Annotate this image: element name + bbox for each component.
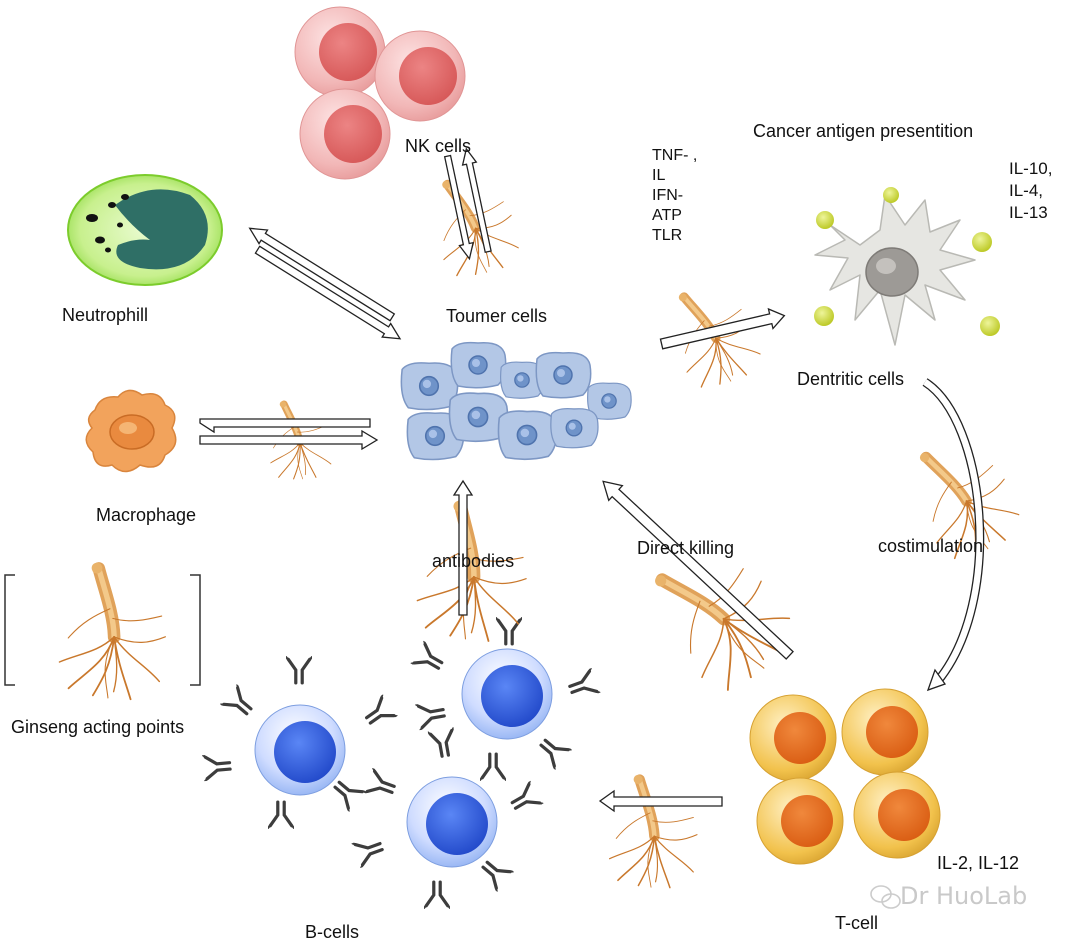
nk-cells-group bbox=[294, 6, 466, 180]
macrophage-label: Macrophage bbox=[96, 505, 197, 525]
dendritic-cells-label: Dentritic cells bbox=[797, 369, 905, 389]
direct-killing-label: Direct killing bbox=[637, 538, 735, 558]
ginseng-legend-bracket bbox=[4, 559, 201, 706]
b-cell bbox=[406, 776, 498, 868]
nk-cell bbox=[299, 88, 391, 180]
cytokine-list-left: TNF- , IL IFN- ATP TLR bbox=[652, 146, 697, 246]
tcell-cytokines-label: IL-2, IL-12 bbox=[937, 853, 1020, 873]
t-cell-label: T-cell bbox=[835, 913, 879, 933]
nk-cell bbox=[374, 30, 466, 122]
cytokine-item: IL bbox=[652, 167, 666, 184]
cytokine-item: TNF- , bbox=[652, 147, 698, 164]
ginseng-acting-points-label: Ginseng acting points bbox=[11, 717, 185, 737]
neutrophil-label: Neutrophill bbox=[62, 305, 149, 325]
antibodies-label: antibodies bbox=[432, 551, 515, 571]
antigen-dots bbox=[814, 187, 1000, 336]
cytokine-item: TLR bbox=[652, 227, 683, 244]
double-arrow-icons bbox=[199, 147, 794, 813]
nk-cells-label: NK cells bbox=[405, 136, 472, 156]
dendritic-cell bbox=[814, 187, 1000, 346]
tumor-cells-cluster bbox=[400, 341, 632, 461]
b-cells-label: B-cells bbox=[305, 922, 360, 942]
t-cell bbox=[749, 694, 837, 782]
t-cell bbox=[841, 688, 929, 776]
t-cell bbox=[756, 777, 844, 865]
watermark-text: Dr HuoLab bbox=[900, 882, 1028, 910]
macrophage-cell bbox=[85, 389, 177, 473]
cytokine-item: IL-4, bbox=[1009, 181, 1044, 200]
cytokine-list-right: IL-10, IL-4, IL-13 bbox=[1009, 158, 1052, 224]
cancer-antigen-label: Cancer antigen presentition bbox=[753, 121, 974, 141]
cytokine-item: IL-10, bbox=[1009, 159, 1053, 178]
wechat-icon bbox=[870, 885, 901, 909]
b-cells-group bbox=[254, 648, 553, 868]
b-cell bbox=[254, 704, 346, 796]
costimulation-arrow bbox=[922, 378, 985, 692]
t-cell bbox=[853, 771, 941, 859]
costimulation-label: costimulation bbox=[878, 536, 984, 556]
b-cell bbox=[461, 648, 553, 740]
cytokine-item: ATP bbox=[652, 207, 682, 224]
neutrophil-cell bbox=[67, 174, 223, 286]
ginseng-root-icon bbox=[55, 559, 178, 706]
tumor-cells-label: Toumer cells bbox=[446, 306, 548, 326]
watermark: Dr HuoLab bbox=[866, 882, 1027, 910]
cytokine-item: IFN- bbox=[652, 187, 684, 204]
cytokine-item: IL-13 bbox=[1009, 203, 1048, 222]
t-cells-group bbox=[749, 688, 941, 865]
nk-cell bbox=[294, 6, 386, 98]
